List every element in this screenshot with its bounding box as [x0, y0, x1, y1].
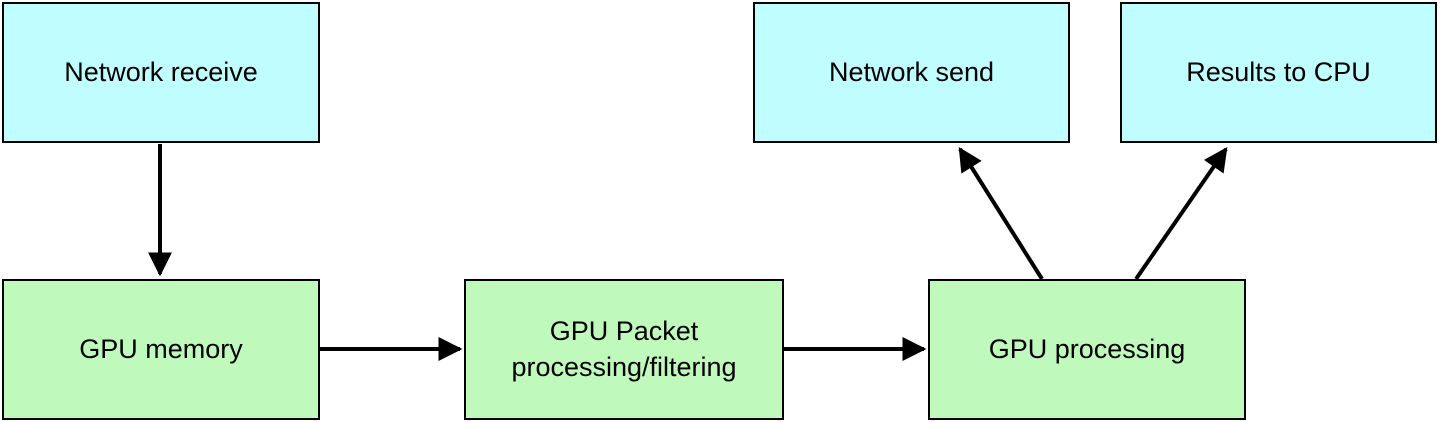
- node-results-to-cpu-label: Results to CPU: [1186, 56, 1371, 87]
- node-network-send: Network send: [753, 2, 1070, 143]
- arrow-gpu-processing-to-network-send: [958, 146, 1044, 281]
- node-results-to-cpu: Results to CPU: [1120, 2, 1437, 143]
- node-gpu-packet-processing-text: GPU Packet processing/filtering: [511, 314, 736, 384]
- node-gpu-memory: GPU memory: [2, 279, 320, 420]
- node-gpu-processing: GPU processing: [928, 279, 1246, 420]
- node-gpu-processing-label: GPU processing: [988, 333, 1186, 364]
- arrow-gpu-processing-to-results-to-cpu: [1134, 147, 1228, 281]
- node-gpu-packet-processing-label-line1: GPU Packet: [549, 316, 699, 347]
- node-gpu-memory-label: GPU memory: [79, 333, 243, 364]
- node-gpu-packet-processing: GPU Packet processing/filtering: [464, 279, 784, 420]
- node-gpu-packet-processing-label-line2: processing/filtering: [511, 351, 737, 382]
- node-network-receive: Network receive: [2, 2, 320, 143]
- node-network-receive-label: Network receive: [64, 56, 258, 87]
- node-network-send-label: Network send: [828, 56, 995, 87]
